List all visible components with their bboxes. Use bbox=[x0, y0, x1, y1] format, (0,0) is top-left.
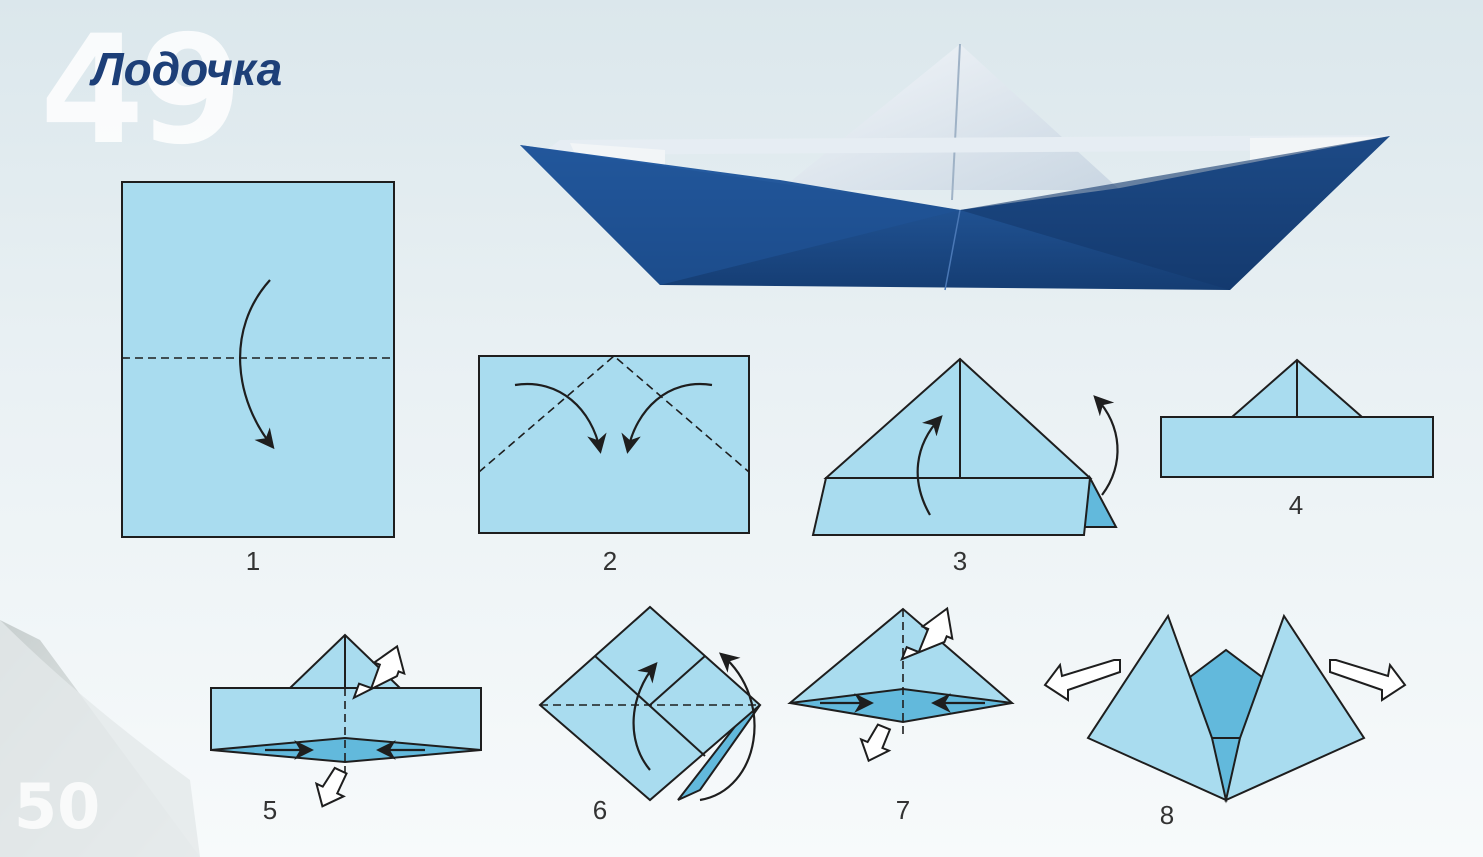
step-5-diagram bbox=[210, 633, 482, 808]
curved-fold-arrow bbox=[632, 661, 658, 771]
step-label: 4 bbox=[1288, 490, 1304, 520]
step-2-diagram bbox=[478, 354, 750, 534]
hollow-direction-arrow bbox=[900, 606, 954, 662]
step-4-diagram bbox=[1160, 358, 1434, 478]
curved-fold-arrow bbox=[621, 382, 713, 454]
curved-fold-arrow bbox=[916, 415, 943, 516]
step-3-diagram bbox=[811, 357, 1119, 536]
hollow-direction-arrow bbox=[314, 766, 348, 808]
step-label: 1 bbox=[245, 546, 261, 576]
hollow-direction-arrow bbox=[1329, 659, 1407, 702]
curved-fold-arrow bbox=[699, 652, 756, 802]
curved-fold-arrow bbox=[514, 382, 607, 454]
page-number: 49 bbox=[40, 4, 243, 178]
step-label: 5 bbox=[262, 795, 278, 825]
curved-fold-arrow bbox=[1093, 395, 1119, 496]
curved-fold-arrow bbox=[238, 279, 275, 450]
step-label: 6 bbox=[592, 795, 608, 825]
page-curl bbox=[0, 620, 200, 857]
step-1-diagram bbox=[121, 181, 395, 538]
corner-page-number: 50 bbox=[14, 770, 101, 843]
hollow-direction-arrow bbox=[1043, 659, 1121, 702]
step-8-diagram bbox=[1043, 613, 1407, 804]
step-label: 3 bbox=[952, 546, 968, 576]
hollow-direction-arrow bbox=[859, 723, 892, 763]
step-label: 2 bbox=[602, 546, 618, 576]
finished-boat-photo bbox=[520, 43, 1390, 291]
step-label: 8 bbox=[1159, 800, 1175, 830]
page-title: Лодочка bbox=[92, 43, 283, 95]
step-6-diagram bbox=[538, 605, 762, 802]
hollow-direction-arrow bbox=[352, 644, 406, 700]
step-7-diagram bbox=[787, 606, 1015, 763]
step-label: 7 bbox=[895, 795, 911, 825]
